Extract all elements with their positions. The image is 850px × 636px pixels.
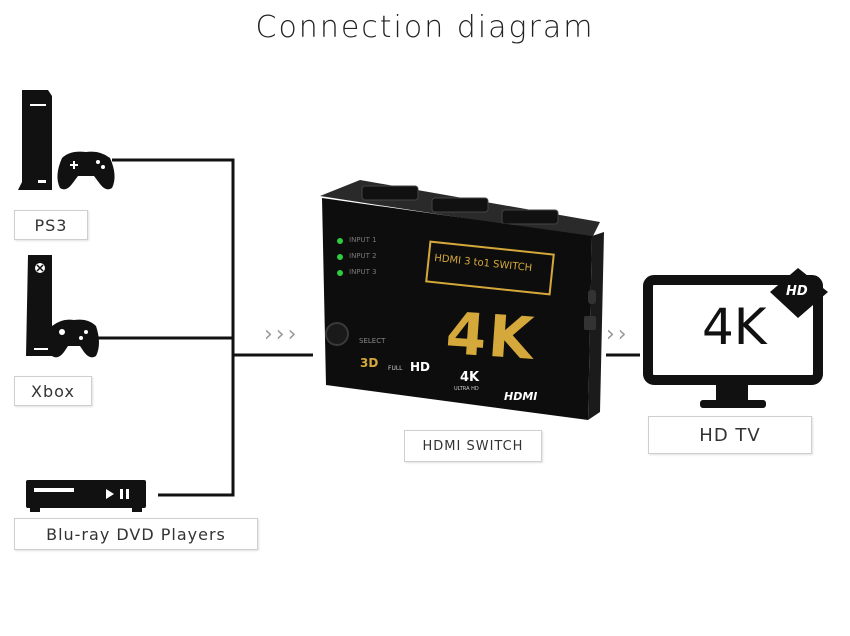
hdmi-switch-caption: HDMI SWITCH <box>404 430 542 462</box>
bluray-player-icon <box>26 480 146 512</box>
tv-icon <box>643 268 828 408</box>
bluray-label: Blu-ray DVD Players <box>14 518 258 550</box>
tv-hd-badge: HD <box>786 284 808 299</box>
xbox-label: Xbox <box>14 376 92 406</box>
feature-4k: 4K <box>460 370 480 385</box>
output-arrows: ›› <box>606 322 630 347</box>
ps3-console-icon <box>18 90 52 190</box>
diagram-title: Connection diagram <box>255 10 595 45</box>
feature-hdmi: HDMI <box>504 390 538 403</box>
feature-3d: 3D <box>360 356 379 370</box>
xbox-console-icon <box>26 255 52 356</box>
input-arrows: ››› <box>264 322 300 347</box>
ps3-label: PS3 <box>14 210 88 240</box>
ps3-cable <box>112 158 235 497</box>
connection-lines <box>96 158 640 497</box>
input-1-label: INPUT 1 <box>349 236 377 244</box>
tv-caption: HD TV <box>648 416 812 454</box>
select-button <box>325 322 349 346</box>
gamepad-icon-ps3 <box>57 151 115 190</box>
gamepad-icon-xbox <box>49 319 99 358</box>
feature-ultra-hd: ULTRA HD <box>454 386 479 392</box>
select-label: SELECT <box>359 337 386 345</box>
input-led-3 <box>337 270 343 276</box>
feature-hd: HD <box>410 360 431 374</box>
input-3-label: INPUT 3 <box>349 268 377 276</box>
input-led-1 <box>337 238 343 244</box>
switch-4k-label: 4K <box>443 298 538 374</box>
input-led-2 <box>337 254 343 260</box>
tv-screen-4k: 4K <box>702 298 767 356</box>
input-2-label: INPUT 2 <box>349 252 377 260</box>
feature-full: FULL <box>388 365 403 372</box>
hdmi-switch-device <box>320 180 604 420</box>
